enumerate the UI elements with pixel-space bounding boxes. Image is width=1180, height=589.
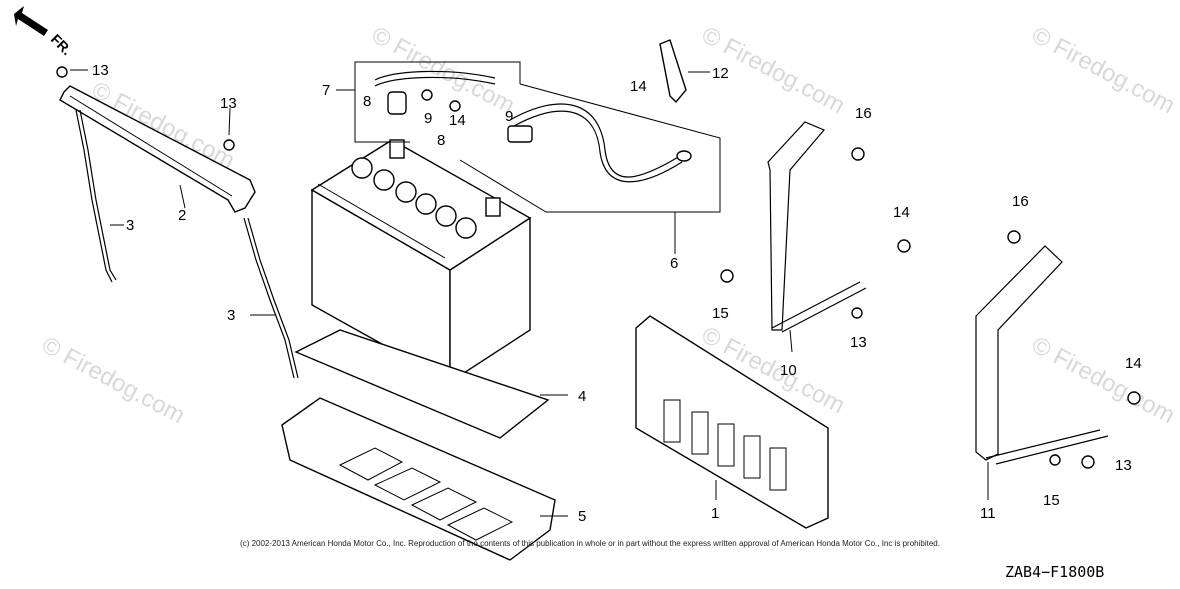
part-battery-pad (294, 329, 550, 439)
callouts: 13 13 2 3 3 4 5 6 7 8 8 9 9 14 14 12 16 … (92, 62, 1142, 525)
callout-16: 16 (1012, 193, 1029, 210)
part-bracket-right-a (720, 121, 911, 333)
part-bracket-right-b (975, 230, 1141, 469)
callout-16: 16 (855, 105, 872, 122)
watermark: © Firedog.com (1027, 331, 1179, 429)
part-battery (310, 139, 532, 384)
callout-2: 2 (178, 207, 186, 224)
callout-13: 13 (1115, 457, 1132, 474)
part-cable-assembly (354, 61, 721, 213)
callout-4: 4 (578, 388, 586, 405)
part-battery-tray (281, 397, 556, 561)
callout-7: 7 (322, 82, 330, 99)
callout-3: 3 (227, 307, 235, 324)
callout-13: 13 (92, 62, 109, 79)
watermark: © Firedog.com (1027, 21, 1179, 119)
callout-9: 9 (424, 110, 432, 127)
callout-15: 15 (1043, 492, 1060, 509)
callout-12: 12 (712, 65, 729, 82)
part-battery-rods (75, 109, 299, 379)
leader-lines (70, 69, 989, 517)
callout-14: 14 (449, 112, 466, 129)
part-terminal (659, 39, 687, 104)
callout-5: 5 (578, 508, 586, 525)
callout-14: 14 (630, 78, 647, 95)
direction-label: FR. (48, 31, 75, 58)
callout-3: 3 (126, 217, 134, 234)
callout-8: 8 (363, 93, 371, 110)
watermarks: © Firedog.com © Firedog.com © Firedog.co… (37, 21, 1179, 429)
part-hold-down-bar (56, 66, 256, 213)
callout-11: 11 (980, 505, 996, 522)
callout-6: 6 (670, 255, 678, 272)
callout-9: 9 (505, 108, 513, 125)
callout-1: 1 (711, 505, 719, 522)
callout-14: 14 (893, 204, 910, 221)
callout-14: 14 (1125, 355, 1142, 372)
callout-15: 15 (712, 305, 729, 322)
copyright-notice: (c) 2002-2013 American Honda Motor Co., … (240, 539, 940, 548)
callout-13: 13 (220, 95, 237, 112)
watermark: © Firedog.com (37, 331, 189, 429)
part-code: ZAB4−F1800B (1005, 563, 1105, 581)
direction-arrow-icon: FR. (14, 6, 75, 58)
callout-13: 13 (850, 334, 867, 351)
callout-8: 8 (437, 132, 445, 149)
callout-10: 10 (780, 362, 797, 379)
part-plate (635, 315, 829, 529)
